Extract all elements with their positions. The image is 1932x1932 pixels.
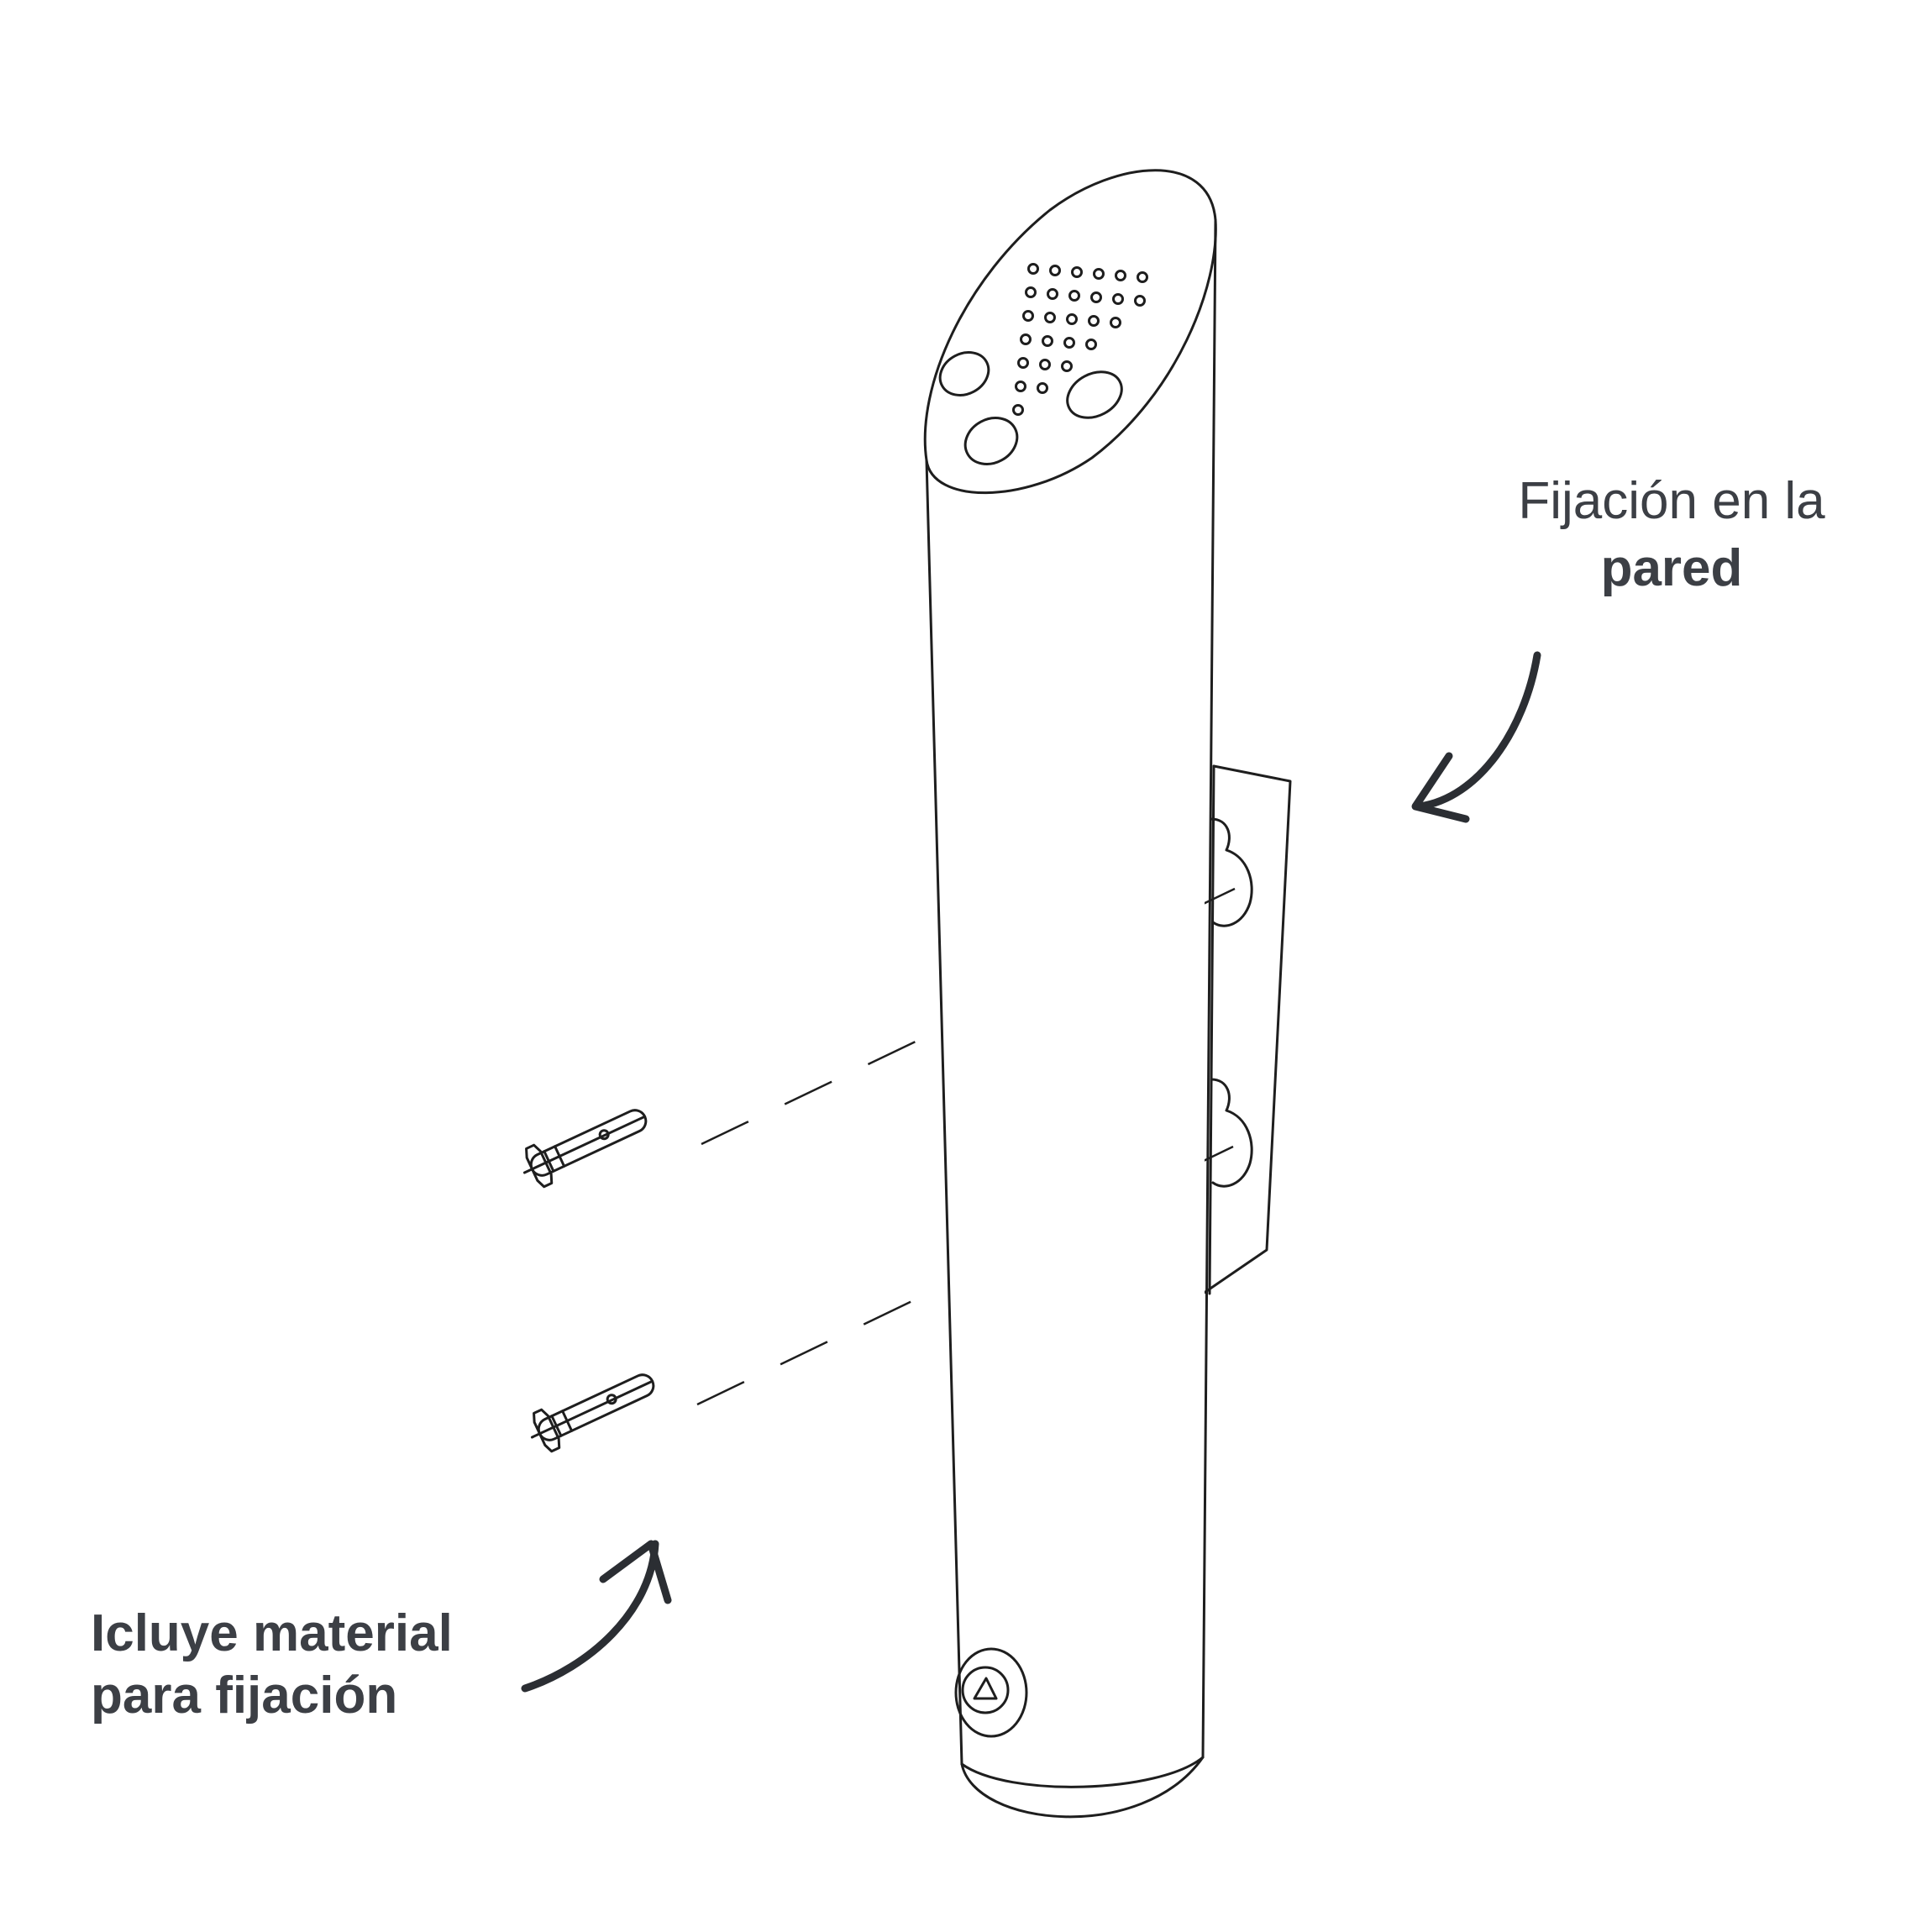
ash-dot [1115,270,1126,281]
ash-dot [1025,286,1037,298]
includes-hardware-label-line2: para fijación [91,1667,398,1725]
ash-dot [1088,315,1100,327]
wall-fixing-label: Fijación en la pared [1378,470,1932,601]
ash-dot [1063,337,1075,349]
ash-dot [1068,290,1080,302]
includes-hardware-label: Icluye material para fijación [91,1603,679,1728]
column-top-cap [923,169,1217,495]
keyhole-slot-upper [1210,817,1253,927]
cigarette-slot-right [1066,370,1123,419]
ash-dot [1039,359,1051,370]
keyhole-slot-lower [1210,1078,1253,1188]
ash-dot [1110,317,1121,328]
ash-dot [1049,265,1061,276]
ash-dot [1044,312,1056,323]
arrow-to-bracket-icon [1411,651,1541,823]
ashtray-column [923,169,1217,1819]
cigarette-slot-left [938,351,990,396]
ash-dot [1071,266,1083,278]
includes-hardware-label-line1: Icluye material [91,1604,453,1662]
ash-dot [1137,271,1148,283]
ash-dot [1037,382,1048,394]
wall-fixing-label-line2: pared [1600,539,1743,598]
ash-dot [1017,357,1029,369]
ash-dot-grid [1012,263,1148,416]
anchor-bolt-upper [522,1109,648,1189]
wall-bracket [1201,764,1292,1295]
ash-dot [1066,313,1078,325]
ash-dot [1085,339,1097,350]
cigarette-slot-bottom [963,417,1019,465]
ash-dot [1012,404,1024,416]
arrow-to-bolts-icon [521,1540,672,1693]
anchor-bolt-lower [530,1373,655,1453]
ash-dot [1020,333,1032,345]
ash-dot [1090,291,1102,303]
ash-dot [1047,288,1058,300]
wall-fixing-label-line1: Fijación en la [1518,472,1825,530]
ash-dot [1022,310,1034,322]
ash-dot [1015,381,1026,392]
ash-dot [1112,293,1124,305]
ash-dot [1042,335,1053,347]
lock-icon [954,1647,1028,1738]
ash-dot [1061,360,1073,372]
ash-dot [1134,295,1146,307]
ash-dot [1093,268,1105,280]
ash-dot [1027,263,1039,275]
